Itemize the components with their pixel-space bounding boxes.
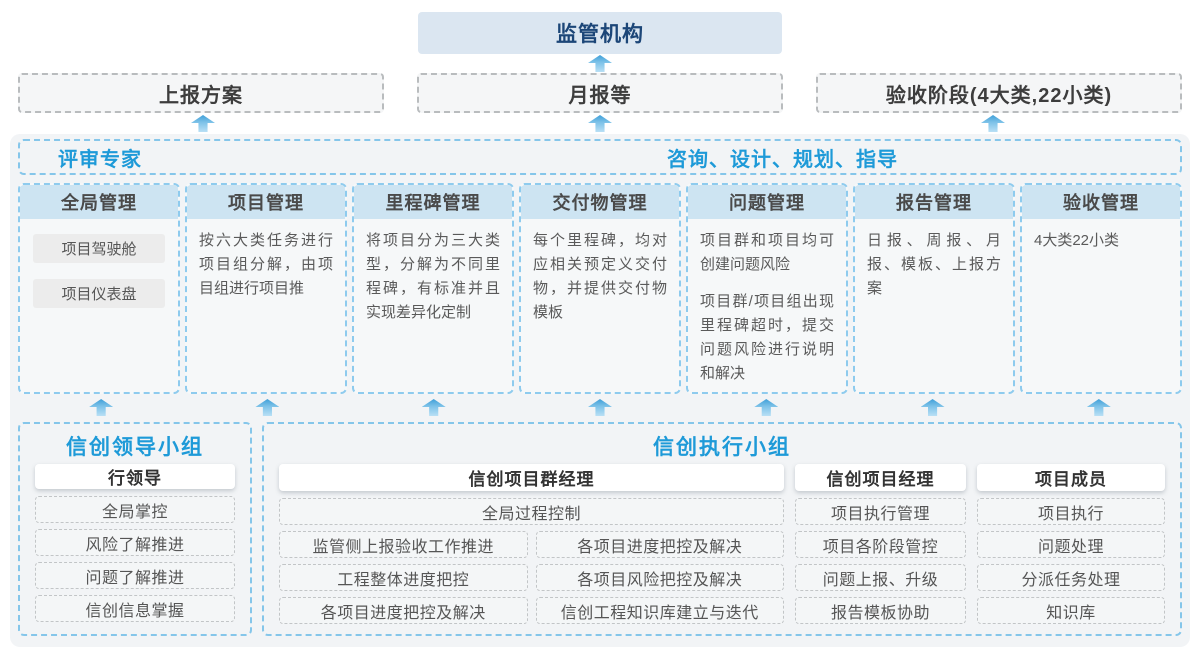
column-project-management: 项目管理 按六大类任务进行项目组分解，由项目组进行项目推	[185, 183, 347, 394]
output-box-report-plan: 上报方案	[18, 73, 384, 113]
main-panel: 评审专家 咨询、设计、规划、指导 全局管理 项目驾驶舱 项目仪表盘 项目管理 按…	[10, 134, 1190, 647]
chip-project-dashboard: 项目仪表盘	[33, 279, 165, 308]
up-arrow-icon	[754, 399, 779, 416]
column-header: 交付物管理	[521, 185, 679, 219]
up-arrow-icon	[588, 55, 612, 72]
up-arrow-icon	[191, 115, 215, 132]
column-milestone-management: 里程碑管理 将项目分为三大类型，分解为不同里程碑，有标准并且实现差异化定制	[352, 183, 514, 394]
task-item: 监管侧上报验收工作推进	[279, 531, 528, 558]
task-item: 知识库	[977, 597, 1165, 624]
arrow-row-top	[0, 55, 1200, 72]
chip-project-cockpit: 项目驾驶舱	[33, 234, 165, 263]
project-manager-column: 信创项目经理 项目执行管理 项目各阶段管控 问题上报、升级 报告模板协助	[795, 464, 966, 624]
role-header-project-manager: 信创项目经理	[795, 464, 966, 491]
up-arrow-icon	[587, 399, 612, 416]
column-header: 报告管理	[855, 185, 1013, 219]
leader-group-title: 信创领导小组	[66, 436, 204, 459]
column-body: 4大类22小类	[1022, 219, 1180, 253]
exec-group-content: 信创项目群经理 全局过程控制 监管侧上报验收工作推进 各项目进度把控及解决 工程…	[279, 464, 1165, 624]
column-paragraph: 项目群和项目均可创建问题风险	[700, 232, 834, 273]
output-box-monthly-report: 月报等	[417, 73, 783, 113]
task-item: 各项目进度把控及解决	[279, 597, 528, 624]
program-manager-column: 信创项目群经理 全局过程控制 监管侧上报验收工作推进 各项目进度把控及解决 工程…	[279, 464, 784, 624]
task-item: 风险了解推进	[35, 529, 235, 556]
review-experts-label: 评审专家	[58, 148, 142, 171]
task-item: 工程整体进度把控	[279, 564, 528, 591]
arrow-row-outputs	[0, 115, 1200, 132]
column-body: 每个里程碑，均对应相关预定义交付物，并提供交付物模板	[521, 219, 679, 325]
outputs-row: 上报方案 月报等 验收阶段(4大类,22小类)	[0, 73, 1200, 113]
bottom-groups: 信创领导小组 行领导 全局掌控 风险了解推进 问题了解推进 信创信息掌握 信创执…	[18, 422, 1182, 636]
task-item: 问题了解推进	[35, 562, 235, 589]
task-item: 各项目进度把控及解决	[535, 531, 784, 558]
task-item: 项目各阶段管控	[795, 531, 966, 558]
up-arrow-icon	[981, 115, 1005, 132]
column-chips: 项目驾驶舱 项目仪表盘	[20, 219, 178, 308]
task-item: 信创工程知识库建立与迭代	[535, 597, 784, 624]
program-manager-grid: 监管侧上报验收工作推进 各项目进度把控及解决 工程整体进度把控 各项目风险把控及…	[279, 531, 784, 624]
column-header: 问题管理	[688, 185, 846, 219]
up-arrow-icon	[255, 399, 280, 416]
column-paragraph: 项目群/项目组出现里程碑超时，提交问题风险进行说明和解决	[700, 293, 834, 382]
exec-group: 信创执行小组 信创项目群经理 全局过程控制 监管侧上报验收工作推进 各项目进度把…	[262, 422, 1182, 636]
task-item: 全局过程控制	[279, 498, 784, 525]
column-issue-management: 问题管理 项目群和项目均可创建问题风险 项目群/项目组出现里程碑超时，提交问题风…	[686, 183, 848, 394]
task-item: 报告模板协助	[795, 597, 966, 624]
up-arrow-icon	[1086, 399, 1111, 416]
exec-group-title: 信创执行小组	[653, 436, 791, 459]
column-global-management: 全局管理 项目驾驶舱 项目仪表盘	[18, 183, 180, 394]
column-report-management: 报告管理 日报、周报、月报、模板、上报方案	[853, 183, 1015, 394]
arrow-row-middle	[18, 399, 1182, 417]
task-item: 问题上报、升级	[795, 564, 966, 591]
column-body: 项目群和项目均可创建问题风险 项目群/项目组出现里程碑超时，提交问题风险进行说明…	[688, 219, 846, 386]
task-item: 信创信息掌握	[35, 595, 235, 622]
project-member-column: 项目成员 项目执行 问题处理 分派任务处理 知识库	[977, 464, 1165, 624]
column-acceptance-management: 验收管理 4大类22小类	[1020, 183, 1182, 394]
project-manager-items: 项目执行管理 项目各阶段管控 问题上报、升级 报告模板协助	[795, 498, 966, 624]
task-item: 各项目风险把控及解决	[535, 564, 784, 591]
role-header-bank-leader: 行领导	[35, 464, 235, 489]
column-body: 日报、周报、月报、模板、上报方案	[855, 219, 1013, 301]
task-item: 分派任务处理	[977, 564, 1165, 591]
column-paragraph: 4大类22小类	[1034, 232, 1120, 249]
diagram-page: 监管机构 上报方案 月报等 验收阶段(4大类,22小类) 评审专家 咨询、设计、…	[0, 12, 1200, 662]
column-body: 按六大类任务进行项目组分解，由项目组进行项目推	[187, 219, 345, 301]
output-box-acceptance-phase: 验收阶段(4大类,22小类)	[816, 73, 1182, 113]
task-item: 问题处理	[977, 531, 1165, 558]
column-header: 里程碑管理	[354, 185, 512, 219]
regulator-box: 监管机构	[418, 12, 782, 54]
role-header-program-manager: 信创项目群经理	[279, 464, 784, 491]
column-header: 项目管理	[187, 185, 345, 219]
management-columns: 全局管理 项目驾驶舱 项目仪表盘 项目管理 按六大类任务进行项目组分解，由项目组…	[18, 183, 1182, 394]
leader-group: 信创领导小组 行领导 全局掌控 风险了解推进 问题了解推进 信创信息掌握	[18, 422, 252, 636]
column-header: 验收管理	[1022, 185, 1180, 219]
up-arrow-icon	[920, 399, 945, 416]
task-item: 项目执行	[977, 498, 1165, 525]
role-header-project-member: 项目成员	[977, 464, 1165, 491]
column-body: 将项目分为三大类型，分解为不同里程碑，有标准并且实现差异化定制	[354, 219, 512, 325]
column-paragraph: 将项目分为三大类型，分解为不同里程碑，有标准并且实现差异化定制	[366, 232, 500, 321]
task-item: 项目执行管理	[795, 498, 966, 525]
expert-bar: 评审专家 咨询、设计、规划、指导	[18, 139, 1182, 175]
up-arrow-icon	[421, 399, 446, 416]
project-member-items: 项目执行 问题处理 分派任务处理 知识库	[977, 498, 1165, 624]
column-paragraph: 每个里程碑，均对应相关预定义交付物，并提供交付物模板	[533, 232, 667, 321]
leader-items: 全局掌控 风险了解推进 问题了解推进 信创信息掌握	[35, 496, 235, 622]
task-item: 全局掌控	[35, 496, 235, 523]
consulting-label: 咨询、设计、规划、指导	[667, 148, 898, 171]
column-paragraph: 按六大类任务进行项目组分解，由项目组进行项目推	[199, 232, 333, 297]
column-paragraph: 日报、周报、月报、模板、上报方案	[867, 232, 1001, 297]
up-arrow-icon	[89, 399, 114, 416]
up-arrow-icon	[588, 115, 612, 132]
column-deliverable-management: 交付物管理 每个里程碑，均对应相关预定义交付物，并提供交付物模板	[519, 183, 681, 394]
column-header: 全局管理	[20, 185, 178, 219]
